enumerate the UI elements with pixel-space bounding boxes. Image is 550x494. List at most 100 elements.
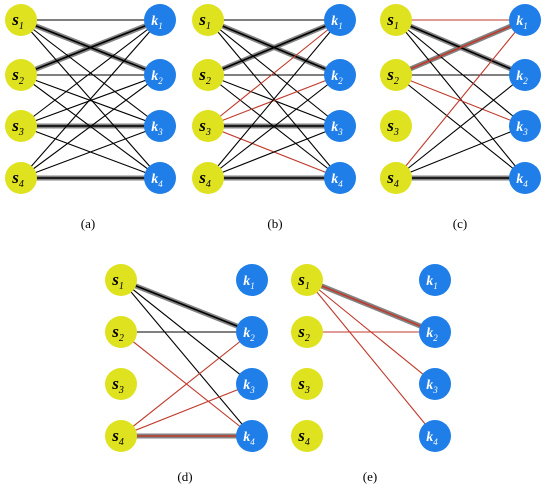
node-label-b-s4: s4 [198, 168, 211, 190]
edge-e-s1-k4 [306, 279, 436, 437]
node-label-d-k1-base: k [243, 274, 250, 289]
node-label-a-s4-sub: 4 [19, 179, 24, 190]
edge-b-s4-k3 [207, 125, 341, 179]
node-label-b-s1-sub: 1 [206, 21, 211, 32]
node-label-c-s2-sub: 2 [394, 76, 399, 87]
node-label-e-k4-sub: 4 [433, 437, 438, 447]
node-label-b-k1-base: k [331, 14, 338, 29]
node-label-d-s1-sub: 1 [119, 281, 124, 292]
edge-d-s1-k4 [120, 279, 253, 437]
node-label-e-s1-base: s [297, 270, 305, 289]
node-label-e-s3-base: s [297, 374, 305, 393]
node-label-d-s3-base: s [111, 374, 119, 393]
node-label-c-s2: s2 [386, 65, 399, 87]
node-c-s1 [380, 4, 412, 36]
node-label-d-s4-sub: 4 [119, 437, 124, 448]
node-label-e-s4-base: s [297, 426, 305, 445]
node-label-b-k1: k1 [331, 14, 343, 31]
node-label-c-s4-sub: 4 [394, 179, 399, 190]
node-label-b-s3: s3 [198, 116, 211, 138]
node-label-e-k3-base: k [426, 378, 433, 393]
node-label-a-s4-base: s [11, 168, 19, 187]
node-c-k4 [509, 162, 541, 194]
node-a-k3 [144, 110, 176, 142]
node-label-a-k2-base: k [151, 69, 158, 84]
edge-a-s4-k3 [20, 125, 161, 179]
node-label-a-s3: s3 [11, 116, 24, 138]
node-c-k1 [509, 4, 541, 36]
node-a-k4 [144, 162, 176, 194]
node-label-b-k4: k4 [331, 172, 343, 189]
node-label-e-k3-sub: 3 [432, 385, 438, 395]
node-d-s3 [105, 368, 137, 400]
node-label-b-s2-base: s [198, 65, 206, 84]
node-label-a-s2-sub: 2 [19, 76, 24, 87]
node-label-a-s1-base: s [11, 10, 19, 29]
node-b-s4 [192, 162, 224, 194]
edge-d-s4-k2 [120, 331, 253, 437]
node-label-c-k1-base: k [516, 14, 523, 29]
node-d-k3 [236, 368, 268, 400]
node-label-b-k3: k3 [331, 120, 343, 137]
node-label-c-k3-sub: 3 [522, 127, 528, 137]
node-label-a-s3-base: s [11, 116, 19, 135]
node-label-e-s1-sub: 1 [305, 281, 310, 292]
node-label-d-k2: k2 [243, 326, 255, 343]
node-d-s1 [105, 264, 137, 296]
node-e-s4 [291, 420, 323, 452]
panel-e [304, 277, 438, 437]
node-label-e-s2-base: s [297, 322, 305, 341]
edge-b-s4-k2 [207, 74, 341, 179]
node-label-c-k1: k1 [516, 14, 528, 31]
panel-a [18, 17, 163, 181]
node-label-e-s3-sub: 3 [304, 385, 310, 396]
node-label-d-s2-base: s [111, 322, 119, 341]
node-label-e-s3: s3 [297, 374, 310, 396]
node-d-k1 [236, 264, 268, 296]
node-label-e-k4-base: k [426, 430, 433, 445]
node-label-d-s3: s3 [111, 374, 124, 396]
node-label-c-s1-sub: 1 [394, 21, 399, 32]
panel-b [205, 17, 343, 181]
edge-d-s1-k2 [120, 279, 253, 333]
node-label-d-s4: s4 [111, 426, 124, 448]
edge-b-s3-k2 [207, 74, 341, 127]
node-label-c-k3: k3 [516, 120, 528, 137]
node-label-e-k3: k3 [426, 378, 438, 395]
node-label-d-k4: k4 [243, 430, 255, 447]
node-label-a-k1: k1 [151, 14, 163, 31]
node-label-d-k4-base: k [243, 430, 250, 445]
node-label-d-s2-sub: 2 [119, 333, 124, 344]
node-c-s2 [380, 59, 412, 91]
node-label-e-s4-sub: 4 [305, 437, 310, 448]
edge-c-s4-k1 [395, 19, 526, 179]
node-b-k3 [324, 110, 356, 142]
node-label-d-k3: k3 [243, 378, 255, 395]
node-label-a-k3-sub: 3 [157, 127, 163, 137]
node-e-s3 [291, 368, 323, 400]
node-d-s2 [105, 316, 137, 348]
node-label-a-s2: s2 [11, 65, 24, 87]
node-label-a-k4-base: k [151, 172, 158, 187]
node-label-a-k3: k3 [151, 120, 163, 137]
edge-b-s2-k1 [207, 19, 341, 76]
node-label-a-s1: s1 [11, 10, 24, 32]
panel-caption-a: (a) [81, 216, 95, 231]
edge-a-s2-k1 [20, 19, 161, 76]
node-label-b-k4-base: k [331, 172, 338, 187]
node-c-k3 [509, 110, 541, 142]
node-label-e-k2-base: k [426, 326, 433, 341]
node-label-c-s3-sub: 3 [393, 127, 399, 138]
node-b-k1 [324, 4, 356, 36]
edge-c-s1-k3 [395, 19, 526, 127]
node-label-c-s1-base: s [386, 10, 394, 29]
edge-b-s4-k1 [207, 19, 341, 179]
node-label-c-k2: k2 [516, 69, 528, 86]
node-label-d-k1-sub: 1 [250, 281, 255, 291]
node-label-d-k3-base: k [243, 378, 250, 393]
node-label-d-s2: s2 [111, 322, 124, 344]
node-label-b-k1-sub: 1 [338, 21, 343, 31]
